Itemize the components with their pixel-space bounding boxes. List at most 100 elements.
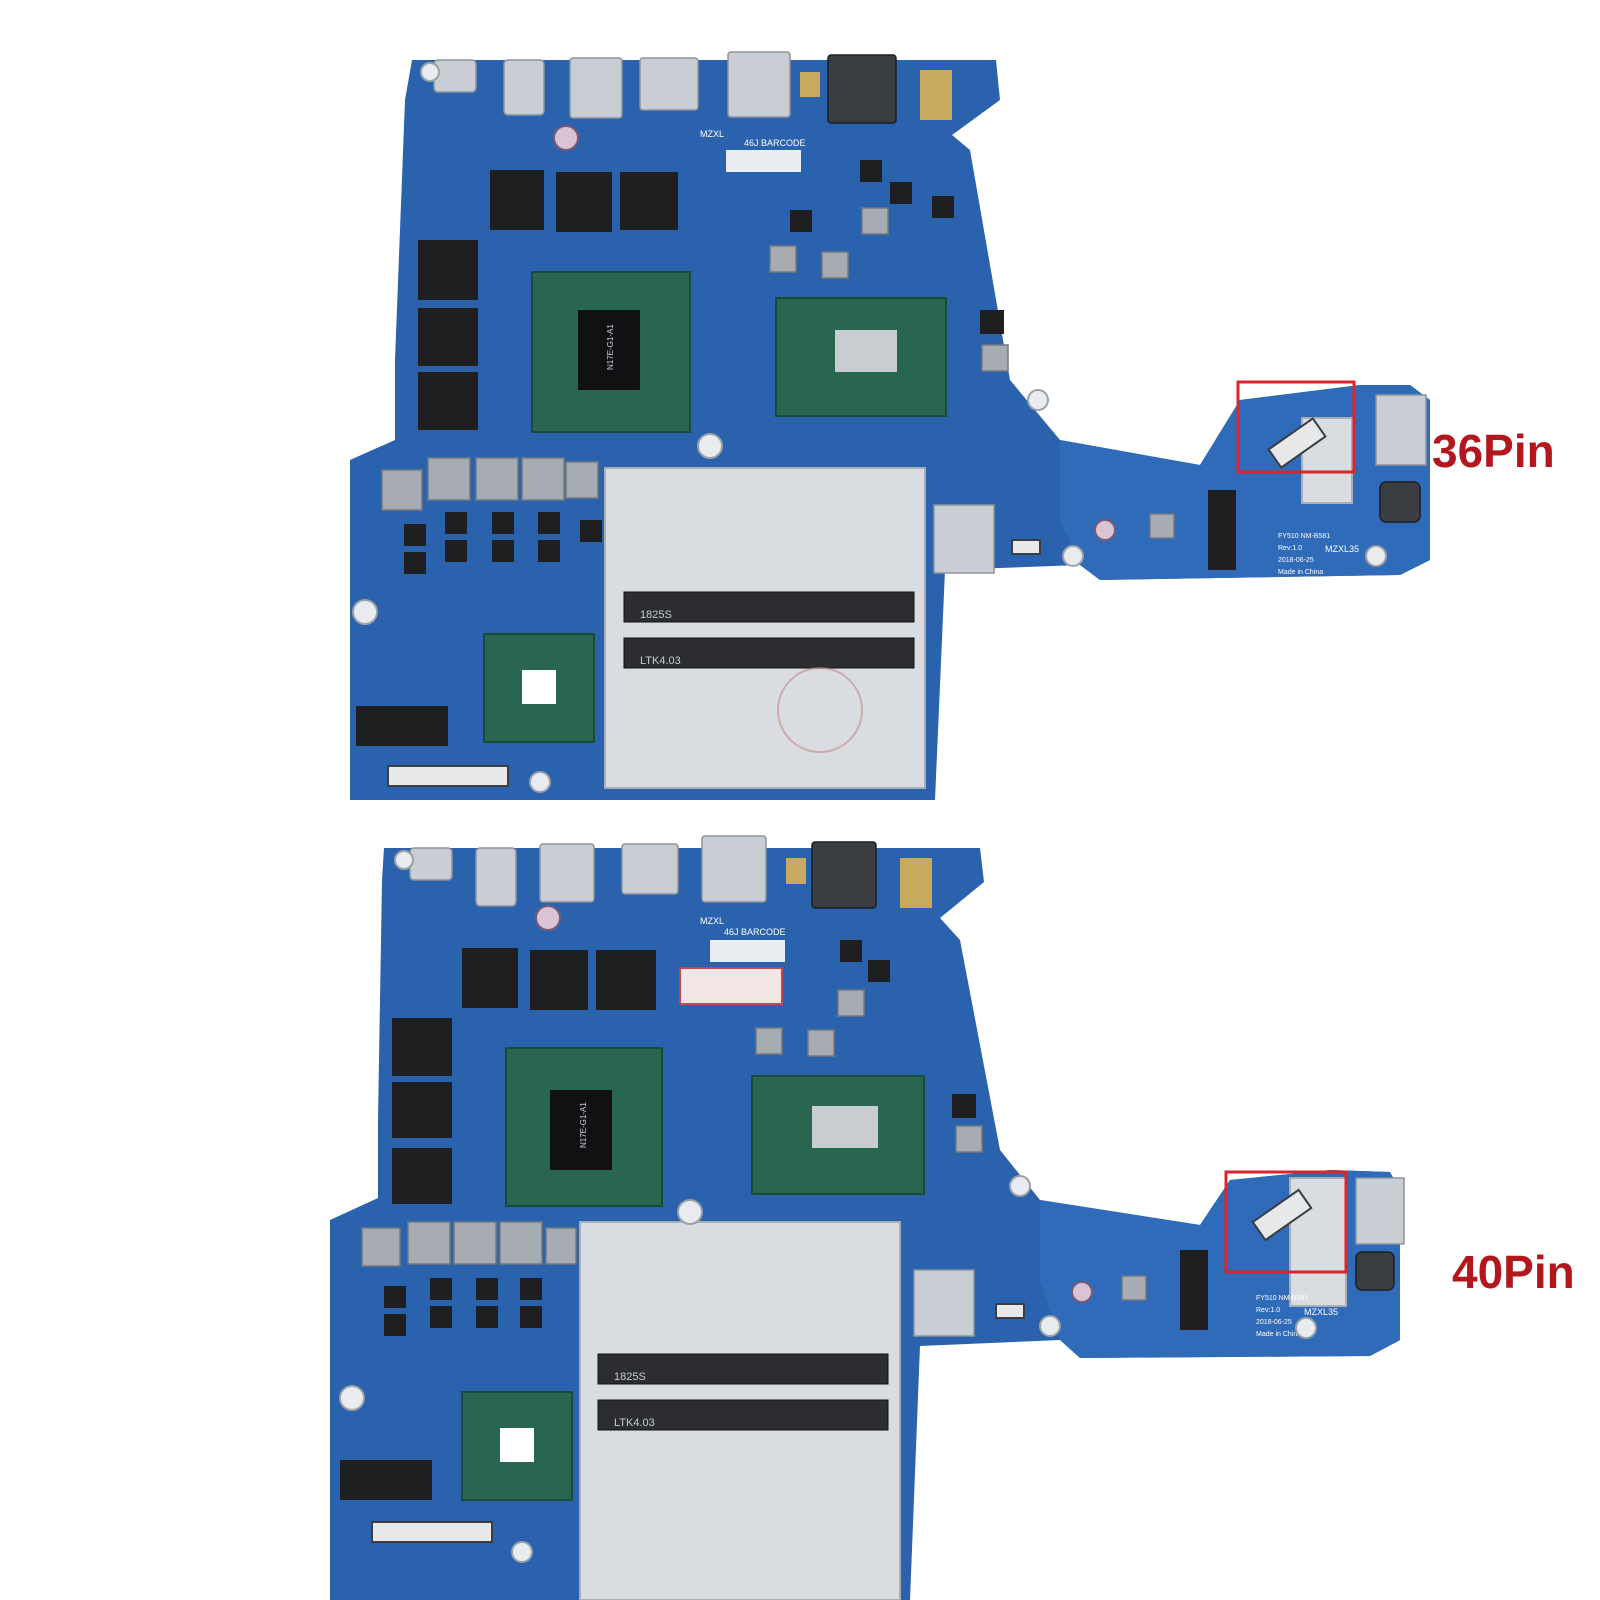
audio-jack [1379,481,1421,523]
inductor [499,1221,543,1265]
mosfet [384,1314,406,1336]
capacitor [535,905,561,931]
ground-pad [800,72,820,97]
vram-chip [596,950,656,1010]
subboard-text: FY510 NM-B581 [1256,1295,1308,1302]
mount-bracket [900,858,932,908]
small-connector [995,1303,1025,1319]
mosfet [860,160,882,182]
dimm-label-text: LTK4.03 [614,1417,655,1429]
vram-chip [490,170,544,230]
inductor [565,461,599,499]
connector-pin-label: 40Pin [1452,1246,1575,1298]
inductor [475,457,519,501]
m2-slot [356,706,448,746]
mount-hole [1062,545,1084,567]
inductor [453,1221,497,1265]
dimm-slot [597,1399,889,1431]
inductor [861,207,889,235]
mosfet [520,1306,542,1328]
mosfet [932,196,954,218]
mosfet [790,210,812,232]
cpu-die [812,1106,878,1148]
mosfet [580,520,602,542]
mosfet [430,1306,452,1328]
mount-hole [1039,1315,1061,1337]
mosfet [980,310,1004,334]
inductor [427,457,471,501]
mount-hole [677,1199,703,1225]
small-connector [1011,539,1041,555]
inductor [361,1227,401,1267]
vram-chip [418,308,478,366]
model-silk: MZXL [700,129,724,139]
mount-hole [1027,389,1049,411]
inductor [1121,1275,1147,1301]
dimm-slot [623,591,915,623]
inductor [1149,513,1175,539]
usb-port-1 [569,57,623,119]
inductor [755,1027,783,1055]
ribbon-connector [371,1521,493,1543]
inspection-stamp [777,667,863,753]
mount-bracket [920,70,952,120]
connector-highlight-box [1236,380,1356,474]
m2-wifi-slot [1208,490,1236,570]
ethernet-port [811,841,877,909]
mosfet [492,540,514,562]
mount-hole [697,433,723,459]
minidp-port [701,835,767,903]
gpu-chip-text: N17E-G1-A1 [579,1102,588,1148]
capacitor [1094,519,1116,541]
ethernet-port [827,54,897,124]
connector-pin-label: 36Pin [1432,425,1555,477]
inductor [545,1227,577,1265]
usb-c-port [475,847,517,907]
vram-chip [556,172,612,232]
inductor [769,245,797,273]
usb-port-3 [1355,1177,1405,1245]
mount-hole [511,1541,533,1563]
inductor [807,1029,835,1057]
vram-chip [392,1018,452,1076]
mosfet [520,1278,542,1300]
hdmi-port [639,57,699,111]
pch-die [522,670,556,704]
mosfet [868,960,890,982]
capacitor [1071,1281,1093,1303]
mosfet [538,512,560,534]
mount-hole [339,1385,365,1411]
hdmi-port [621,843,679,895]
barcode-text: 46J BARCODE [744,138,806,148]
subboard-text: FY510 NM-B581 [1278,533,1330,540]
vram-chip [418,240,478,300]
mount-hole [394,850,414,870]
pch-die [500,1428,534,1462]
usb-port-2 [933,504,995,574]
usb-port-3 [1375,394,1427,466]
mount-hole [1009,1175,1031,1197]
mosfet [890,182,912,204]
connector-highlight-box [1224,1170,1348,1274]
origin-text: Made in China [1256,1331,1301,1338]
vram-chip [392,1082,452,1138]
model-silk: MZXL [700,916,724,926]
model-side-text: MZXL35 [1304,1307,1338,1317]
barcode-sticker [710,940,785,962]
date-text: 2018-06-25 [1256,1319,1292,1326]
minidp-port [727,51,791,118]
motherboard-top-photo: 46J BARCODE MZXL N17E-G1-A1 [350,51,1430,800]
usb-c-port [503,59,545,116]
ground-pad [786,858,806,884]
inductor [981,344,1009,372]
dimm-code-text: 1825S [614,1371,646,1383]
barcode-sticker [726,150,801,172]
mosfet [538,540,560,562]
dimm-code-text: 1825S [640,609,672,621]
mount-hole [1365,545,1387,567]
cpu-die [835,330,897,372]
barcode-text: 46J BARCODE [724,927,786,937]
model-side-text: MZXL35 [1325,544,1359,554]
mount-hole [420,62,440,82]
motherboard-bottom: 46J BARCODE MZXL N17E-G1-A1 [0,800,1600,1600]
